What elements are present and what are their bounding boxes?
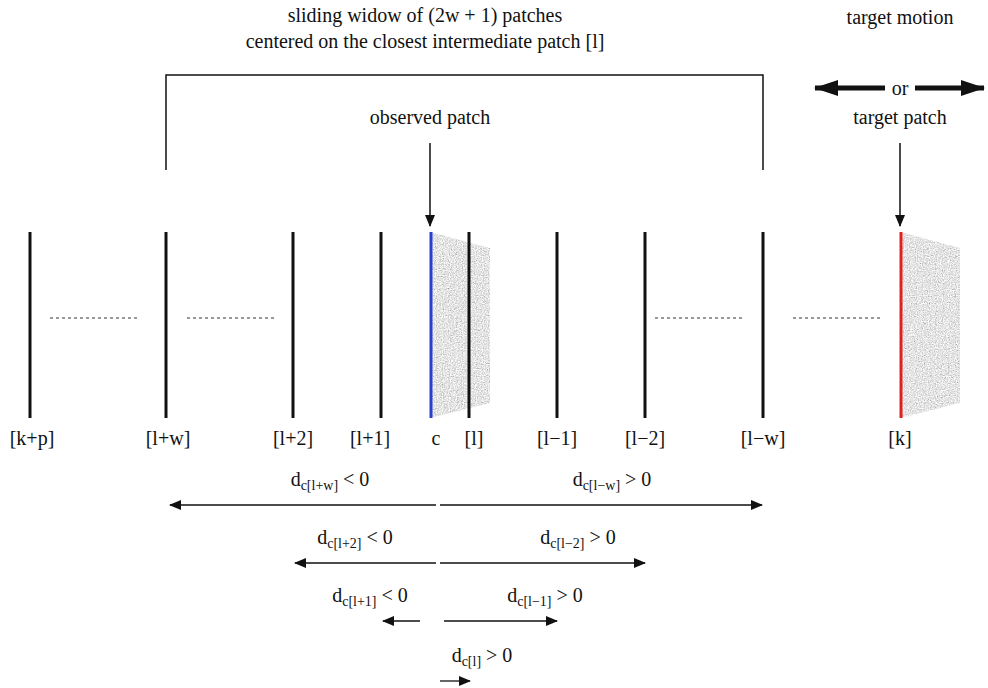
ellipsis-dashes [50, 318, 880, 319]
patch-index: [l−w] [741, 425, 786, 451]
distance-label: dc[l−2] > 0 [540, 524, 616, 550]
distance-label: dc[l+1] < 0 [332, 582, 408, 608]
patch-index: [l+w] [146, 425, 191, 451]
distance-label: dc[l−w] > 0 [573, 466, 652, 492]
patch-index: [k+p] [10, 425, 55, 451]
observed-patch [430, 232, 490, 418]
target-caption: target patch [853, 104, 946, 130]
patch-bars [30, 232, 763, 418]
patch-index: [k] [888, 425, 911, 451]
distance-label: dc[l+2] < 0 [317, 524, 393, 550]
window-bracket [166, 75, 763, 170]
window-caption: sliding widow of (2w + 1) patches center… [246, 2, 605, 54]
patch-index: [l−1] [537, 425, 577, 451]
target-patch [900, 232, 960, 418]
motion-caption: or [892, 75, 909, 101]
distance-arrows [170, 505, 762, 681]
pointer-arrow [429, 143, 431, 226]
distance-label: dc[l−1] > 0 [507, 582, 583, 608]
distance-label: dc[l+w] < 0 [291, 466, 370, 492]
distance-label: dc[l] > 0 [452, 642, 513, 668]
observed-caption: observed patch [370, 104, 491, 130]
patch-index: [l−2] [625, 425, 665, 451]
motion-caption: target motion [847, 4, 954, 30]
motion-arrow [815, 86, 885, 91]
pointer-arrow [899, 143, 901, 226]
motion-arrow [915, 86, 984, 91]
patch-index: [l+2] [273, 425, 313, 451]
patch-index: [l] [465, 425, 484, 451]
patch-index: c [432, 425, 441, 451]
patch-index: [l+1] [350, 425, 390, 451]
